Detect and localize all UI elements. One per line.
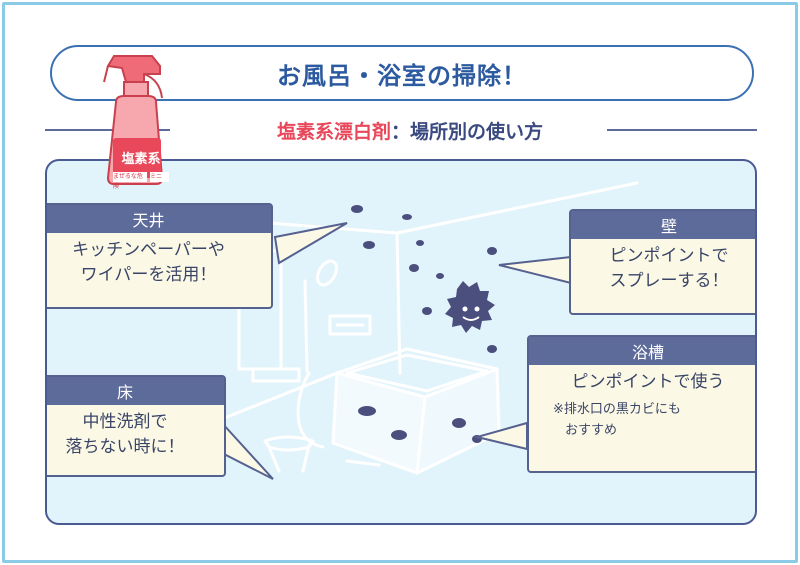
wall-corner-line — [395, 231, 402, 375]
spray-bottle-icon — [103, 55, 164, 185]
ceiling-callout-line1: キッチンペーパーや — [72, 240, 225, 260]
bottle-label: 塩素系 — [121, 152, 161, 167]
bathtub-callout-note: ※排水口の黒カビにも おすすめ — [529, 399, 755, 441]
bathtub-callout-line1: ピンポイントで使う — [571, 372, 725, 392]
mold-spot — [487, 247, 497, 255]
bottle-neck — [123, 81, 149, 97]
subtitle: 塩素系漂白剤：場所別の使い方 — [220, 117, 600, 144]
floor-callout-line2: 落ちない時に！ — [65, 437, 185, 457]
bathtub-callout-body: ピンポイントで使う ※排水口の黒カビにも おすすめ — [529, 365, 755, 441]
wall-callout-body: ピンポイントで スプレーする！ — [571, 239, 755, 294]
spray-nozzle — [106, 55, 161, 83]
floor-callout: 床 中性洗剤で 落ちない時に！ — [47, 375, 226, 477]
mold-spot — [416, 240, 424, 246]
ceiling-callout-line2: ワイパーを活用！ — [80, 265, 217, 285]
mold-spot — [402, 214, 412, 220]
wall-callout: 壁 ピンポイントで スプレーする！ — [569, 209, 755, 315]
floor-drain-line — [345, 459, 381, 467]
ceiling-callout-body: キッチンペーパーや ワイパーを活用！ — [47, 233, 271, 288]
mold-spots — [351, 205, 497, 443]
wall-callout-title: 壁 — [571, 211, 755, 239]
subtitle-row: 塩素系漂白剤：場所別の使い方 — [45, 117, 757, 143]
mold-spot — [358, 406, 376, 416]
ceiling-callout-title: 天井 — [47, 205, 271, 233]
mold-spot — [422, 307, 432, 315]
bathtub-callout-title: 浴槽 — [529, 337, 755, 365]
subtitle-divider-right — [607, 129, 757, 131]
mold-spot — [436, 273, 444, 279]
title-banner: お風呂・浴室の掃除！ — [50, 45, 754, 101]
bottle-label-bg — [113, 138, 161, 178]
floor-callout-body: 中性洗剤で 落ちない時に！ — [47, 405, 224, 460]
wall-callout-line2: スプレーする！ — [609, 271, 729, 291]
ceiling-callout: 天井 キッチンペーパーや ワイパーを活用！ — [47, 203, 273, 309]
subtitle-rest: 場所別の使い方 — [410, 121, 544, 143]
mold-spot — [452, 418, 466, 428]
spray-trigger — [143, 73, 163, 99]
bathtub-callout-note2: おすすめ — [565, 423, 618, 438]
wall-callout-line1: ピンポイントで — [609, 246, 729, 266]
wall-callout-pointer — [498, 255, 572, 285]
floor-callout-line1: 中性洗剤で — [82, 412, 168, 432]
ceiling-callout-pointer — [273, 222, 348, 265]
subtitle-separator: ： — [390, 121, 410, 143]
subtitle-divider-left — [45, 129, 170, 131]
control-panel — [328, 314, 372, 336]
bathroom-scene: 天井 キッチンペーパーや ワイパーを活用！ 壁 ピンポイントで スプレーする！ … — [45, 159, 757, 525]
mold-spot — [409, 264, 419, 272]
floor-callout-title: 床 — [47, 377, 224, 405]
faucet — [251, 367, 301, 383]
shower-rail — [303, 279, 309, 373]
shower-head — [316, 259, 338, 287]
floor-edge-line — [220, 371, 339, 421]
floor-callout-pointer — [221, 420, 274, 480]
mold-spot — [487, 345, 497, 353]
stool — [263, 435, 315, 473]
bathtub-front-fill — [333, 373, 425, 473]
mold-spot — [351, 205, 363, 213]
bottle-warning: まぜるな危険 — [113, 172, 147, 190]
bathtub-callout-note1: ※排水口の黒カビにも — [553, 402, 681, 417]
bottle-small-label: ミニ — [150, 172, 169, 182]
page-title: お風呂・浴室の掃除！ — [277, 61, 527, 90]
bathtub-inner — [345, 353, 489, 393]
ceiling-edge-line-right — [395, 181, 639, 235]
bathtub-side — [415, 367, 501, 475]
mold-spot — [363, 241, 375, 249]
bottle-warning-strip: まぜるな危険 ミニ — [113, 172, 169, 190]
spray-tip — [103, 65, 109, 83]
mold-spot — [391, 430, 407, 440]
subtitle-product: 塩素系漂白剤 — [276, 121, 391, 143]
mold-character-icon — [445, 281, 495, 333]
bathtub-callout: 浴槽 ピンポイントで使う ※排水口の黒カビにも おすすめ — [527, 335, 755, 473]
